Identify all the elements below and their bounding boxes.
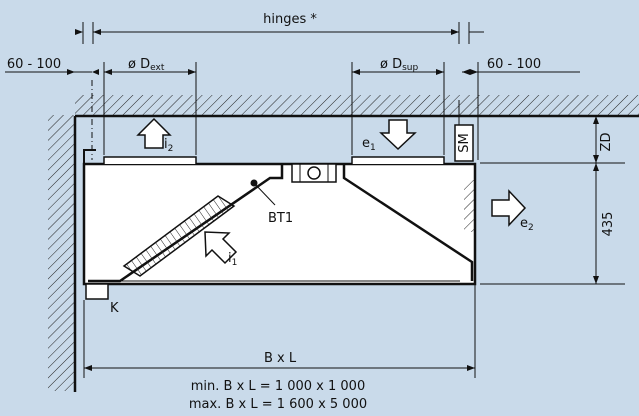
i1-diagonal-arrow-icon (204, 231, 238, 265)
height-435-label: 435 (601, 212, 616, 237)
bt1-sensor-icon (250, 179, 258, 187)
bxl-label: B x L (264, 351, 297, 366)
grease-filter (122, 195, 236, 277)
right-clearance-label: 60 - 100 (487, 57, 541, 72)
hinges-dimension (75, 22, 484, 44)
i1-label: i1 (228, 251, 237, 268)
left-clearance-dimension (5, 69, 99, 75)
right-diagonal-plate (342, 164, 474, 281)
e1-down-arrow-icon (379, 119, 417, 151)
e2-right-arrow-icon (491, 189, 527, 227)
min-size-label: min. B x L = 1 000 x 1 000 (191, 379, 365, 394)
hinges-label: hinges * (263, 12, 317, 27)
left-diagonal-plate (88, 164, 284, 283)
wall-hatching (48, 115, 75, 391)
hood-unit: SM (82, 100, 477, 300)
d-ext-dimension (103, 62, 197, 155)
d-sup-dimension (351, 62, 445, 155)
airflow-arrows (136, 117, 527, 265)
building-structure (48, 95, 639, 392)
right-clearance-dimension (462, 62, 580, 160)
d-ext-label: ø Dext (128, 57, 165, 73)
side-grille (464, 180, 474, 232)
i2-up-arrow-icon (136, 117, 172, 149)
i2-label: i2 (164, 137, 173, 154)
k-label: K (110, 301, 119, 316)
sm-label: SM (457, 133, 472, 152)
e1-label: e1 (362, 136, 376, 153)
bt1-pointer (253, 182, 276, 206)
d-sup-label: ø Dsup (380, 57, 419, 73)
ceiling-hatching (75, 95, 639, 115)
max-size-label: max. B x L = 1 600 x 5 000 (189, 397, 367, 412)
bt1-label: BT1 (268, 211, 293, 226)
zd-label: ZD (599, 133, 614, 152)
fan-icon (307, 166, 321, 180)
bxl-dimension (83, 284, 476, 378)
sm-box (454, 124, 474, 162)
left-clearance-label: 60 - 100 (7, 57, 61, 72)
k-drain (85, 283, 109, 300)
e2-label: e2 (520, 216, 534, 233)
vertical-dimensions (480, 116, 625, 285)
